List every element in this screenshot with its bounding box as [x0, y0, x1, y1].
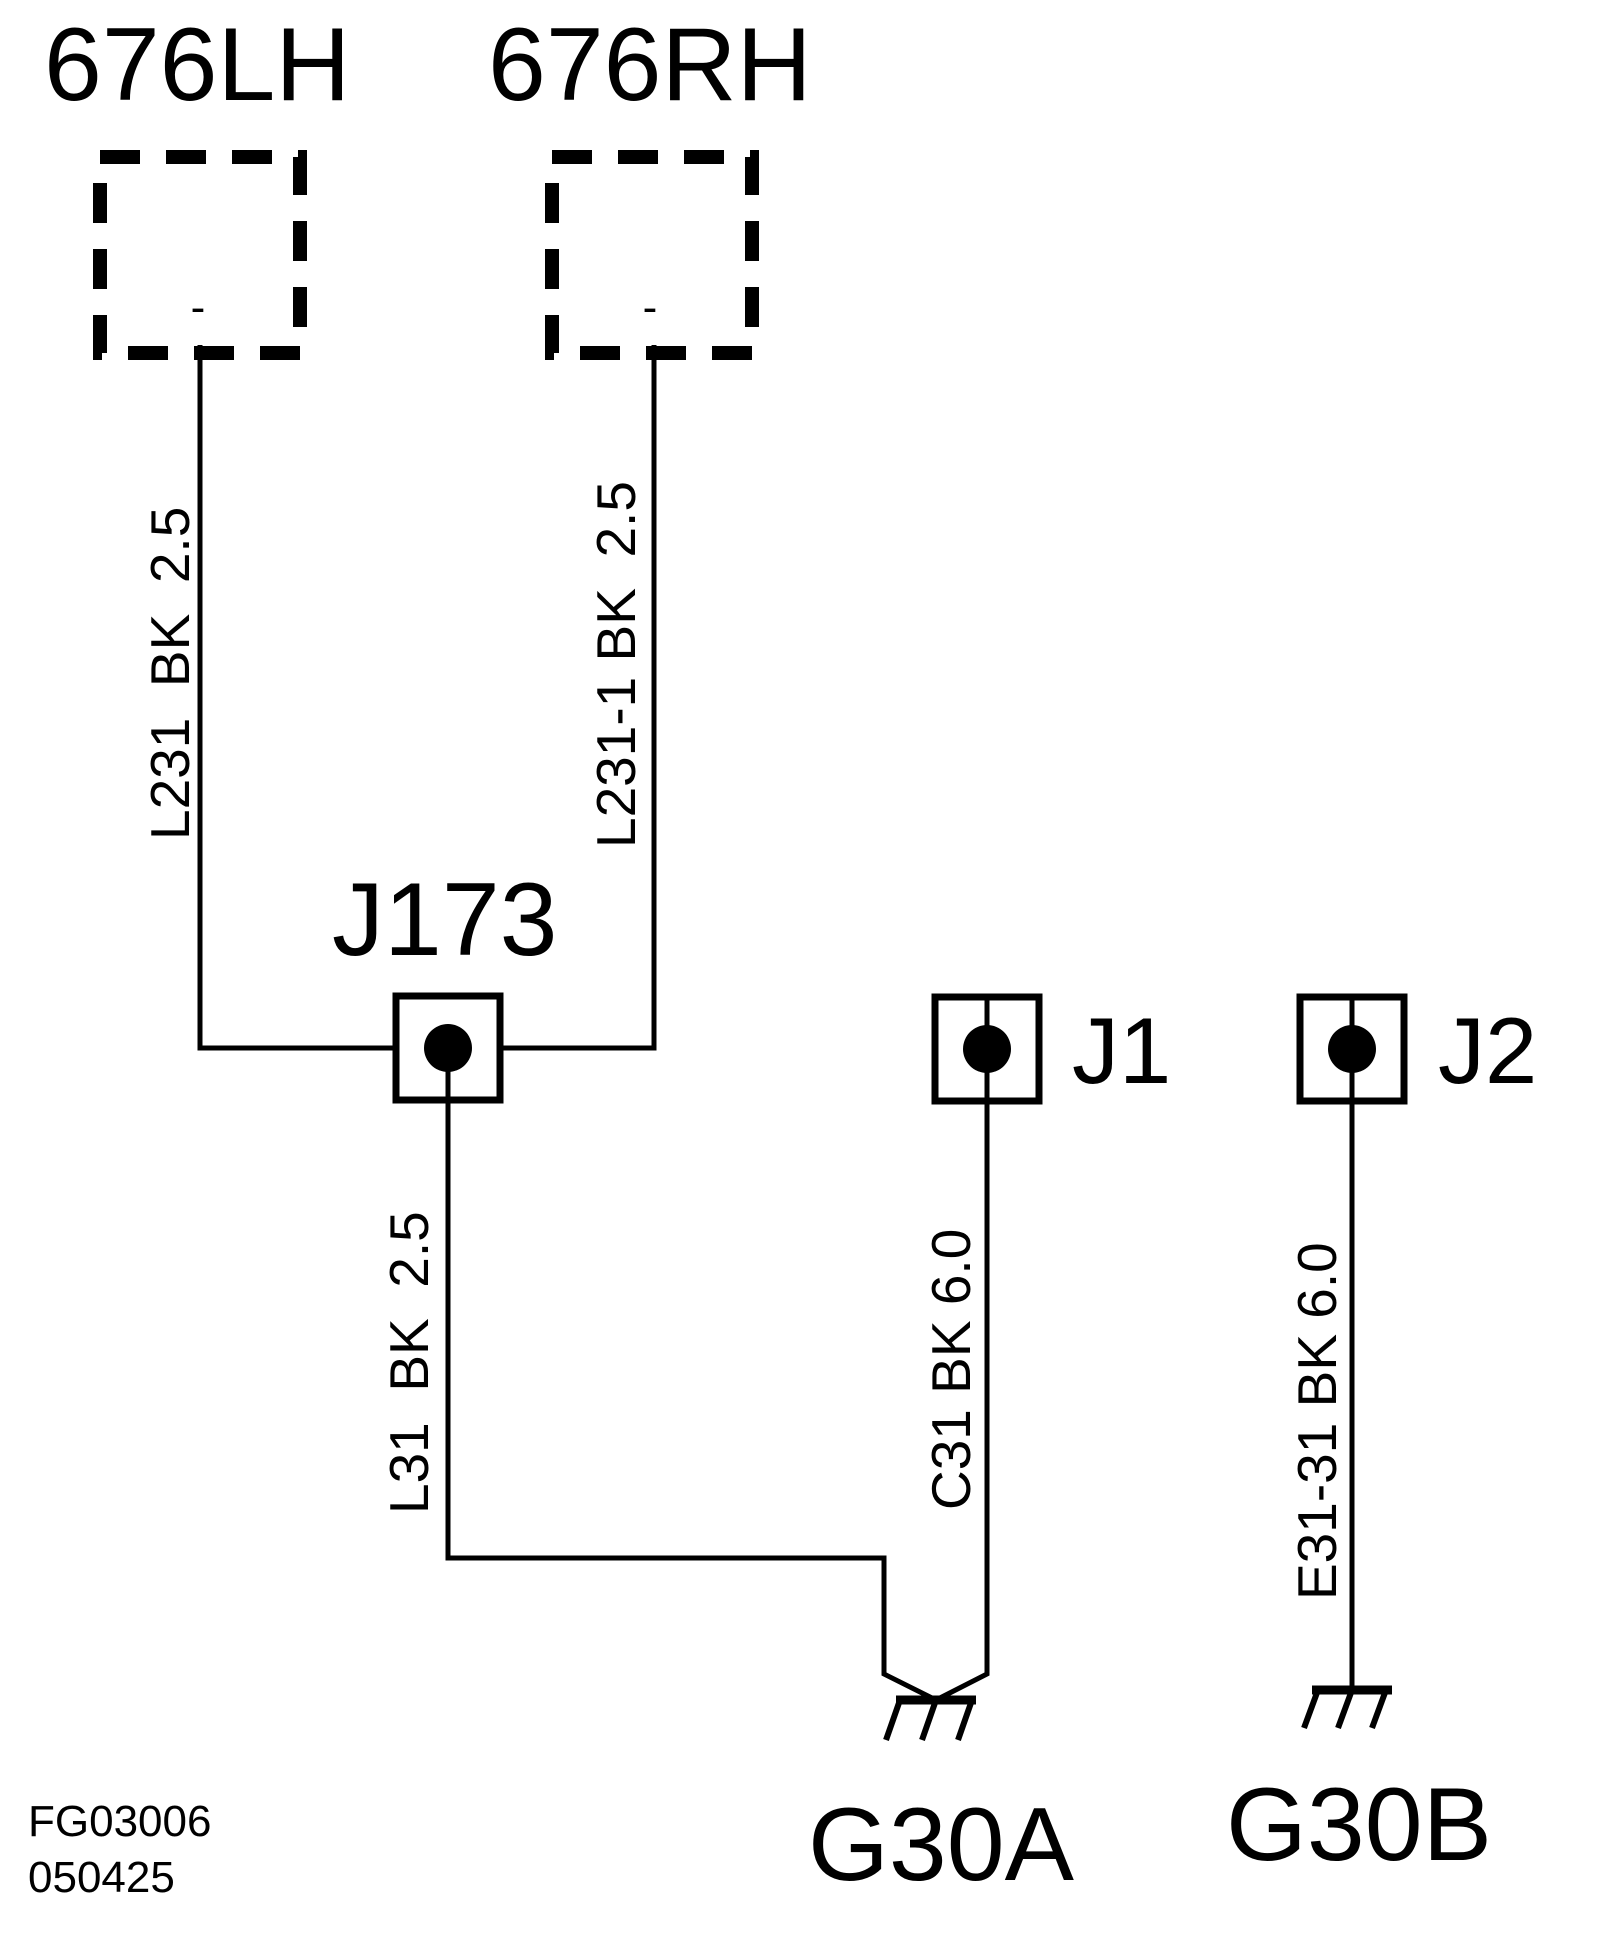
pin-label-676rh: -	[643, 283, 658, 332]
ground-label-g30a: G30A	[808, 1787, 1075, 1903]
splice-dot-j173	[424, 1024, 472, 1072]
ground-label-g30b: G30B	[1226, 1767, 1492, 1883]
wire-label-l231-1: L231-1 BK 2.5	[585, 481, 647, 848]
wire-l231-1	[500, 345, 657, 1051]
component-label-676rh: 676RH	[488, 7, 812, 123]
wire-l31	[445, 1070, 938, 1703]
junction-label-j2: J2	[1438, 998, 1537, 1103]
component-label-676lh: 676LH	[44, 7, 350, 123]
wire-l231	[197, 345, 394, 1051]
ground-symbol-g30b	[1301, 1685, 1392, 1730]
figure-id: FG03006	[28, 1797, 211, 1846]
junction-label-j1: J1	[1072, 998, 1171, 1103]
wire-label-e31-31: E31-31 BK 6.0	[1286, 1242, 1348, 1600]
date-code: 050425	[28, 1853, 175, 1902]
splice-label-j173: J173	[332, 862, 558, 978]
wire-label-l231: L231 BK 2.5	[139, 507, 201, 840]
wire-label-l31: L31 BK 2.5	[378, 1211, 440, 1514]
junction-dot-j1	[963, 1025, 1011, 1073]
ground-symbol-g30a	[883, 1695, 976, 1741]
junction-dot-j2	[1328, 1025, 1376, 1073]
wire-label-c31: C31 BK 6.0	[920, 1229, 982, 1510]
pin-label-676lh: -	[191, 283, 206, 332]
wire-c31	[934, 1101, 990, 1703]
